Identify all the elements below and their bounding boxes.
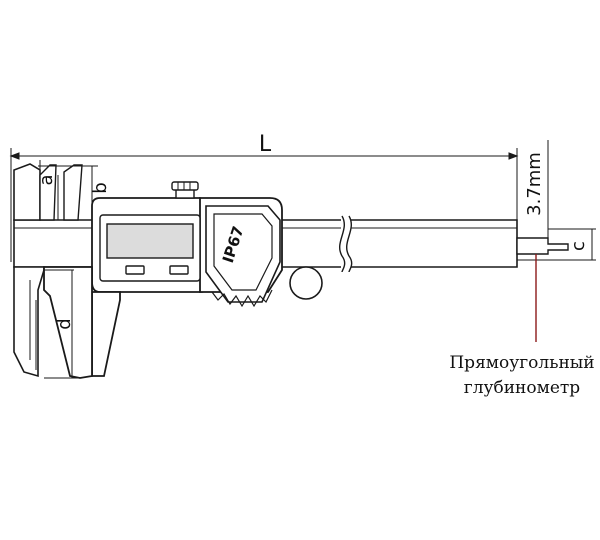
- knob-cap: [171, 181, 199, 191]
- probe-rod: [516, 237, 569, 255]
- moving-lower-jaw: [91, 291, 121, 377]
- probe-caption-line1: Прямоугольный: [449, 353, 594, 373]
- knife-jaw-fixed: [39, 164, 57, 221]
- grip-teeth: [211, 289, 273, 308]
- ip-shield-panel: [205, 205, 281, 308]
- thumb-roller: [289, 266, 323, 300]
- dimension-d: [44, 269, 80, 379]
- break-curve-right: [346, 215, 353, 273]
- dimension-b-label: b: [90, 182, 111, 193]
- screen-display: [106, 223, 194, 259]
- lcd-screen: [99, 214, 201, 282]
- break-curve-left: [339, 215, 346, 273]
- length-dimension: [9, 148, 519, 262]
- beam-right-segment: [347, 219, 518, 268]
- length-arrow-right: [508, 152, 519, 160]
- fixed-upper-jaw: [13, 163, 41, 221]
- beam-break-mark: [339, 214, 353, 274]
- dimension-a: [38, 160, 82, 200]
- probe-caption-line2: глубинометр: [464, 378, 581, 398]
- fixed-lower-jaw: [13, 266, 45, 378]
- knife-jaw-moving: [63, 164, 83, 221]
- button-right: [169, 265, 189, 275]
- length-arrow-left: [9, 152, 20, 160]
- moving-lower-jaw-left: [43, 266, 93, 379]
- break-gap: [341, 214, 351, 274]
- top-knob: [171, 181, 199, 199]
- probe-width-label: 3.7mm: [524, 152, 545, 216]
- dimension-a-label: a: [36, 174, 57, 185]
- button-left: [125, 265, 145, 275]
- upper-knife-jaws: [39, 164, 83, 221]
- shield-inner: [213, 213, 273, 291]
- dimension-c-label: c: [568, 241, 589, 251]
- dimension-c: [517, 228, 596, 261]
- length-label: L: [259, 132, 272, 157]
- dimension-d-label: d: [54, 318, 75, 329]
- depth-probe: [516, 237, 569, 255]
